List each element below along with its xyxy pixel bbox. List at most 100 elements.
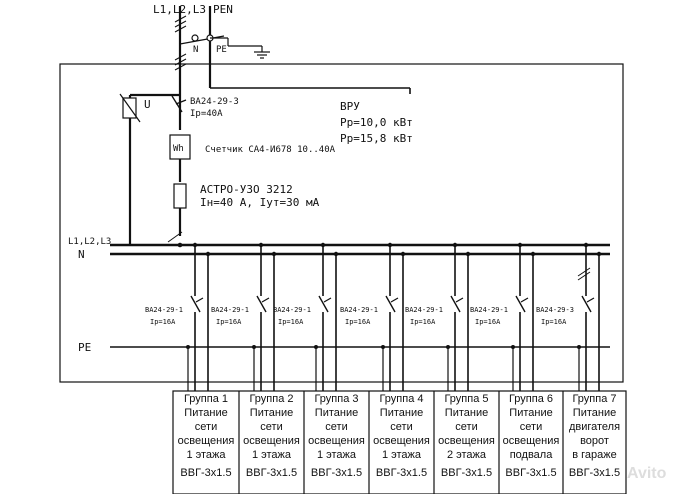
group-line-4: 1 этажа — [382, 449, 422, 461]
group-line-4: в гараже — [572, 449, 617, 461]
rcd-params: Iн=40 А, Iут=30 мА — [200, 196, 320, 209]
breaker-current: Iр=16А — [345, 318, 371, 326]
group-line-2: двигателя — [569, 421, 620, 433]
group-line-1: Питание — [380, 407, 423, 419]
group-line-2: сети — [455, 421, 477, 433]
pe-node — [577, 345, 581, 349]
meter-label: Счетчик СА4-И678 10..40А — [205, 145, 336, 155]
group-cable: ВВГ-3х1.5 — [376, 467, 427, 479]
breaker-model: ВА24-29-1 — [145, 306, 183, 314]
top-n-label: N — [193, 45, 198, 55]
breaker-latch — [261, 297, 270, 303]
group-line-1: Питание — [509, 407, 552, 419]
pe-node — [186, 345, 190, 349]
group-title: Группа 4 — [379, 393, 423, 405]
breaker-latch — [520, 297, 529, 303]
group-line-4: 1 этажа — [186, 449, 226, 461]
bus-pe-label: PE — [78, 341, 91, 354]
breaker-model: ВА24-29-3 — [536, 306, 574, 314]
group-line-4: 2 этажа — [447, 449, 487, 461]
groups-table: Группа 1 Питание сети освещения 1 этажаВВГ-3… — [172, 390, 627, 494]
pe-node — [252, 345, 256, 349]
breaker-current: Iр=16А — [475, 318, 501, 326]
group-title: Группа 1 — [184, 393, 228, 405]
group-line-1: Питание — [573, 407, 616, 419]
group-title: Группа 2 — [249, 393, 293, 405]
pe-node — [314, 345, 318, 349]
breaker-current: Iр=16А — [410, 318, 436, 326]
watermark: Avito — [627, 465, 667, 482]
breaker-model: ВА24-29-1 — [340, 306, 378, 314]
rcd-icon — [173, 183, 187, 209]
bus-phases-label: L1,L2,L3 — [68, 237, 111, 247]
breaker-model: ВА24-29-1 — [405, 306, 443, 314]
breaker-contact — [515, 295, 526, 313]
group-title: Группа 6 — [509, 393, 553, 405]
incoming-lines — [178, 6, 411, 95]
meter-icon — [169, 134, 191, 160]
three-phase-tick — [577, 271, 591, 281]
group-cable: ВВГ-3х1.5 — [180, 467, 231, 479]
breaker-contact — [385, 295, 396, 313]
top-phases-label: L1,L2,L3 — [153, 3, 206, 16]
breaker-contact — [581, 295, 592, 313]
group-title: Группа 7 — [572, 393, 616, 405]
main-breaker-current: Iр=40А — [190, 109, 223, 119]
top-pe-label: PE — [216, 45, 227, 55]
bus-node — [177, 242, 183, 248]
neutral-node — [530, 251, 536, 257]
group-line-3: освещения — [503, 435, 560, 447]
branch-circuits: ВА24-29-1Iр=16А ВА24-29-1Iр=16А ВА24-29-1I… — [145, 242, 602, 391]
bus-n-label: N — [78, 248, 85, 261]
breaker-contact — [256, 295, 267, 313]
group-title: Группа 3 — [314, 393, 358, 405]
group-line-2: сети — [195, 421, 217, 433]
group-line-2: сети — [325, 421, 347, 433]
group-cable: ВВГ-3х1.5 — [311, 467, 362, 479]
group-line-4: подвала — [510, 449, 554, 461]
three-phase-tick — [577, 267, 591, 277]
group-cable: ВВГ-3х1.5 — [569, 467, 620, 479]
breaker-latch — [323, 297, 332, 303]
neutral-node — [400, 251, 406, 257]
breaker-current: Iр=16А — [216, 318, 242, 326]
group-cable: ВВГ-3х1.5 — [505, 467, 556, 479]
breaker-contact — [450, 295, 461, 313]
neutral-node — [205, 251, 211, 257]
ground-icon — [254, 51, 270, 59]
surge-arrester-icon — [119, 93, 141, 123]
group-line-2: сети — [520, 421, 542, 433]
vru-pp: Рр=15,8 кВт — [340, 132, 413, 145]
neutral-node — [271, 251, 277, 257]
group-line-3: освещения — [243, 435, 300, 447]
main-breaker-icon — [171, 95, 187, 130]
group-line-4: 1 этажа — [317, 449, 357, 461]
rcd-model: АСТРО-УЗО 3212 — [200, 183, 293, 196]
breaker-model: ВА24-29-1 — [273, 306, 311, 314]
breaker-current: Iр=16А — [150, 318, 176, 326]
n-pe-split — [179, 34, 263, 52]
breaker-latch — [390, 297, 399, 303]
group-line-2: сети — [390, 421, 412, 433]
breaker-latch — [586, 297, 595, 303]
group-line-1: Питание — [315, 407, 358, 419]
group-line-3: ворот — [580, 435, 609, 447]
neutral-node — [465, 251, 471, 257]
group-line-3: освещения — [178, 435, 235, 447]
vru-pr: Рр=10,0 кВт — [340, 116, 413, 129]
breaker-contact — [318, 295, 329, 313]
group-cable: ВВГ-3х1.5 — [441, 467, 492, 479]
vru-title: ВРУ — [340, 100, 360, 113]
neutral-node — [596, 251, 602, 257]
meter-symbol: Wh — [173, 144, 184, 154]
group-cable: ВВГ-3х1.5 — [246, 467, 297, 479]
neutral-node — [333, 251, 339, 257]
breaker-model: ВА24-29-1 — [211, 306, 249, 314]
group-title: Группа 5 — [444, 393, 488, 405]
breaker-current: Iр=16А — [278, 318, 304, 326]
breaker-contact — [190, 295, 201, 313]
breaker-current: Iр=16А — [541, 318, 567, 326]
group-line-3: освещения — [438, 435, 495, 447]
breaker-latch — [455, 297, 464, 303]
top-pen-label: PEN — [213, 3, 233, 16]
